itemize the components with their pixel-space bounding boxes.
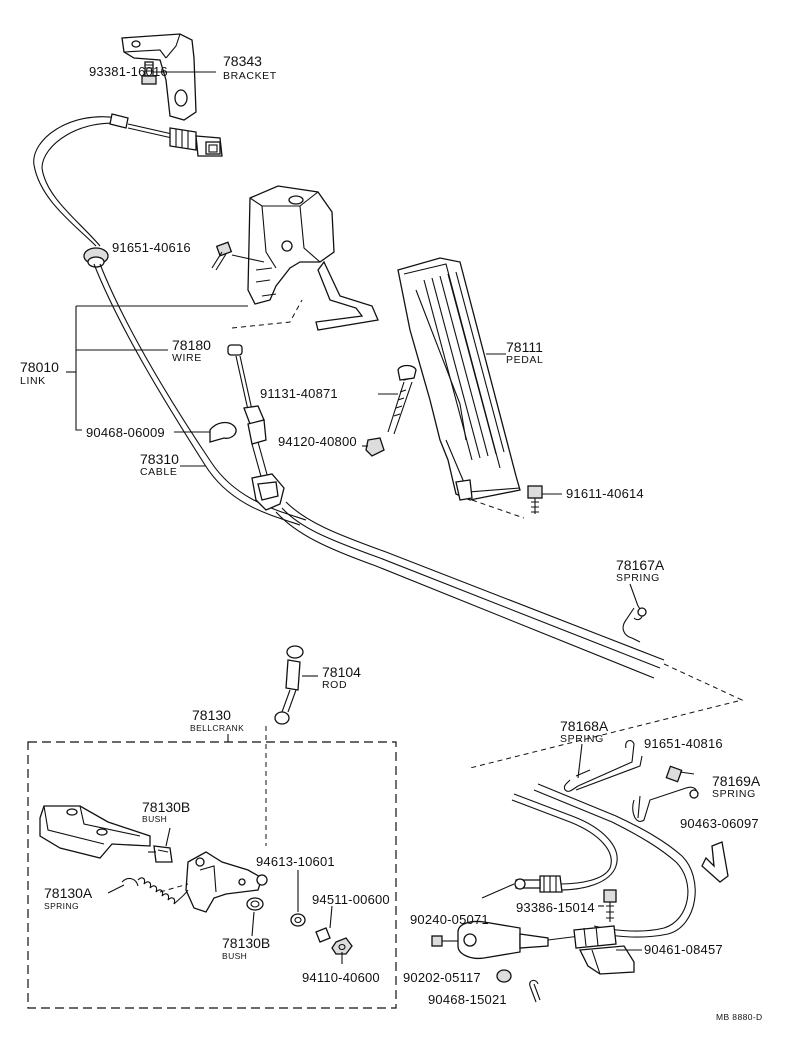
bolt-40816-number: 91651-40816 [644, 736, 723, 751]
bellcrank-number: 78130 [192, 707, 231, 723]
bracket-bolt-number: 93381-16016 [89, 64, 168, 79]
pedal-number: 78111 [506, 339, 543, 355]
rod-number: 78104 [322, 664, 361, 680]
spring-78167a-name: SPRING [616, 572, 660, 584]
wire-name: WIRE [172, 352, 202, 364]
nut-40800-number: 94120-40800 [278, 434, 357, 449]
clip-06009-number: 90468-06009 [86, 425, 165, 440]
cable-number: 78310 [140, 451, 179, 467]
rod-drawing [274, 645, 318, 725]
bolt-40614-number: 91611-40614 [566, 486, 644, 501]
washer-00600-number: 94511-00600 [312, 892, 390, 907]
bellcrank-name: BELLCRANK [190, 723, 244, 733]
spring-78168a-number: 78168A [560, 718, 609, 734]
nut-40600-number: 94110-40600 [302, 970, 380, 985]
bellcrank-drawing [39, 805, 353, 964]
spring-78167a-drawing [622, 583, 647, 643]
diagram-code: MB 8880-D [716, 1012, 763, 1022]
bolt-40871-number: 91131-40871 [260, 386, 338, 401]
pedal-name: PEDAL [506, 354, 543, 366]
lower-right-assembly [431, 739, 729, 1003]
bush-top-name: BUSH [142, 814, 167, 824]
washer-10601-number: 94613-10601 [256, 854, 335, 869]
bush-bottom-name: BUSH [222, 951, 247, 961]
spring-78168a-leader [577, 743, 583, 779]
bellcrank-group-box [27, 741, 397, 1009]
spring-78167a-number: 78167A [616, 557, 665, 573]
wire-drawing [209, 344, 285, 511]
link-name: LINK [20, 375, 46, 387]
spring-78130a-name: SPRING [44, 901, 79, 911]
bush-bottom-number: 78130B [222, 935, 270, 951]
cable-name: CABLE [140, 466, 177, 478]
bracket-drawing [121, 33, 216, 121]
spring-78169a-name: SPRING [712, 788, 756, 800]
spring-78169a-number: 78169A [712, 773, 761, 789]
long-cable-run [275, 501, 744, 769]
link-number: 78010 [20, 359, 59, 375]
spring-78168a-name: SPRING [560, 733, 604, 745]
link-callouts [66, 305, 248, 433]
bracket-number: 78343 [223, 53, 262, 69]
pin-05071-number: 90240-05071 [410, 912, 489, 927]
pedal-mount-bracket [211, 185, 379, 331]
pedal-drawing [365, 257, 562, 519]
clip-15021-number: 90468-15021 [428, 992, 507, 1007]
bush-bottom-leader [251, 911, 255, 937]
rod-name: ROD [322, 679, 347, 691]
clip-06097-number: 90463-06097 [680, 816, 759, 831]
bolt-15014-number: 93386-15014 [516, 900, 595, 915]
bolt-40616-number: 91651-40616 [112, 240, 191, 255]
wire-number: 78180 [172, 337, 211, 353]
washer-05117-number: 90202-05117 [403, 970, 481, 985]
spring-78130a-leader [107, 884, 125, 894]
bracket-name: BRACKET [223, 70, 277, 82]
clip-08457-number: 90461-08457 [644, 942, 723, 957]
bush-top-number: 78130B [142, 799, 190, 815]
spring-78130a-number: 78130A [44, 885, 93, 901]
